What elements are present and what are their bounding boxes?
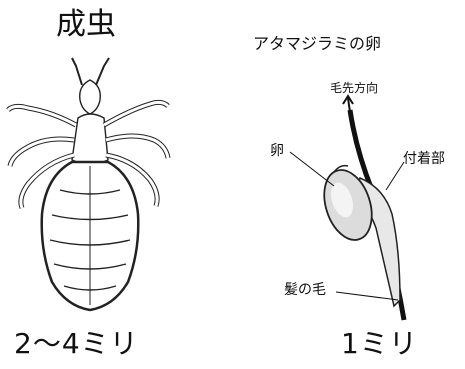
nit-illustration (0, 0, 465, 369)
